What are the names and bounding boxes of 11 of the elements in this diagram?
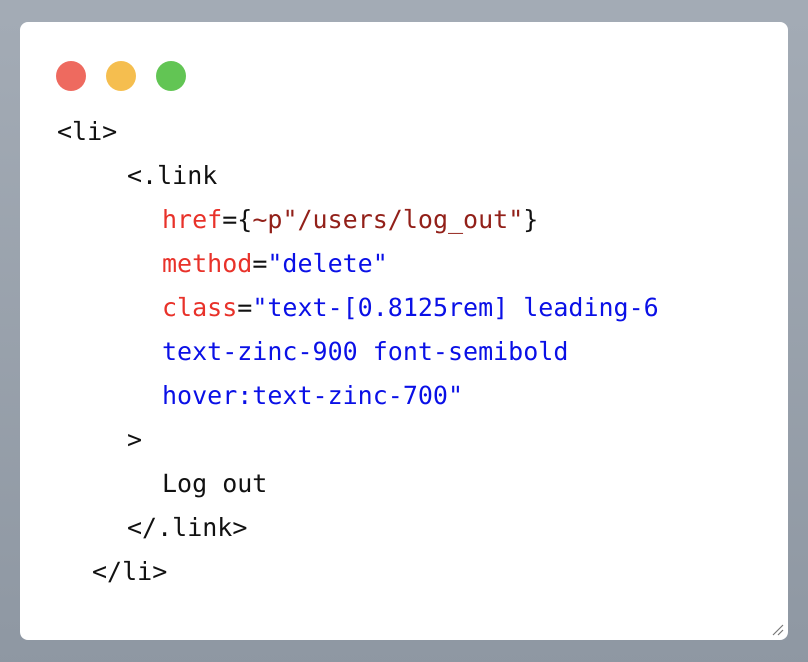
code-line: hover:text-zinc-700": [162, 380, 464, 412]
code-line: <li>: [57, 116, 118, 148]
code-line: </.link>: [127, 512, 248, 544]
code-line: Log out: [162, 468, 268, 500]
code-line: href={~p"/users/log_out"}: [162, 204, 538, 236]
code-line: text-zinc-900 font-semibold: [162, 336, 568, 368]
code-line: <.link: [127, 160, 218, 192]
code-line: method="delete": [162, 248, 388, 280]
code-line: </li>: [92, 556, 168, 588]
code-line: class="text-[0.8125rem] leading-6: [162, 292, 659, 324]
code-line: >: [127, 424, 142, 456]
